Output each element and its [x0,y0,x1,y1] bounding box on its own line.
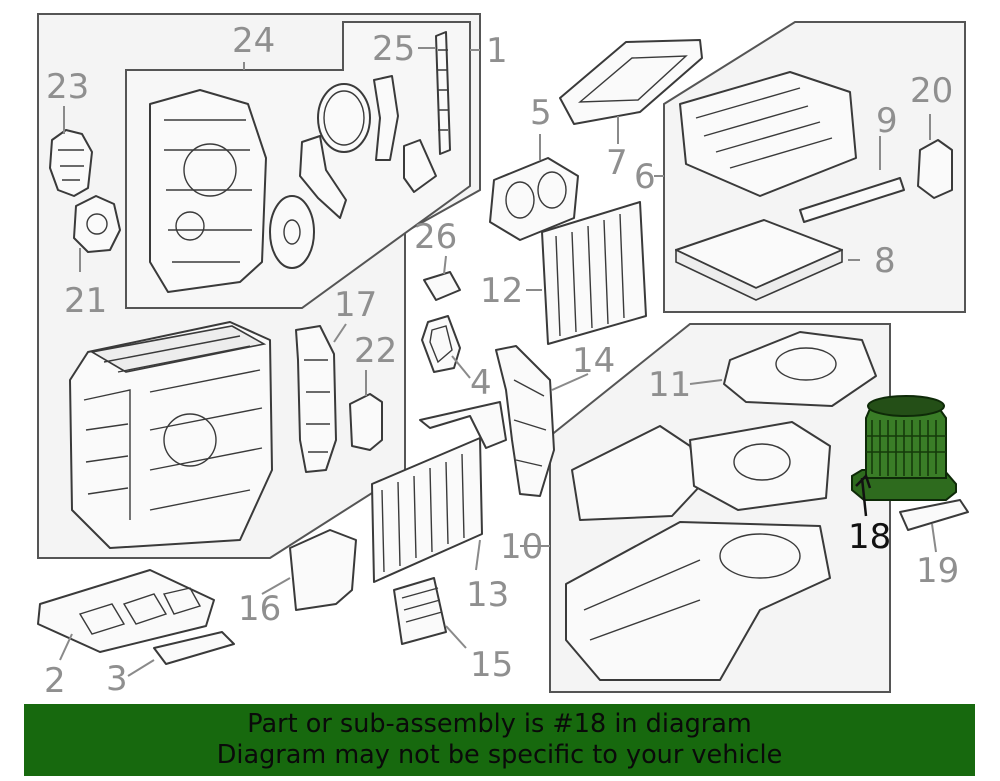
part-flap-disc [269,195,315,269]
part-20-actuator [917,139,953,199]
callout-12: 12 [480,271,523,311]
part-17-bracket [295,325,337,473]
callout-15: 15 [470,645,513,685]
part-11-housing [723,331,877,407]
banner-line-1: Part or sub-assembly is #18 in diagram [247,709,752,739]
part-housing-assembly [69,321,273,549]
part-lever-b [403,139,437,193]
part-14-duct [495,345,555,497]
part-4-seal [421,315,461,373]
part-7-frame [559,39,703,125]
callout-13: 13 [466,575,509,615]
part-6-upper-case [679,71,857,197]
part-10-lower-case [565,421,831,681]
part-21-actuator [73,195,121,253]
callout-5: 5 [530,93,552,133]
part-8-filter [675,219,843,301]
callout-10: 10 [500,527,543,567]
part-22-actuator [349,393,383,451]
callout-8: 8 [874,241,896,281]
callout-22: 22 [354,331,397,371]
callout-20: 20 [910,71,953,111]
part-15-filter [393,577,447,645]
callout-1: 1 [486,31,508,71]
callout-7: 7 [606,143,628,183]
banner-line-2: Diagram may not be specific to your vehi… [216,740,783,770]
part-19-clip [899,499,969,531]
part-seal-ring [317,83,371,153]
callout-24: 24 [232,21,275,61]
callout-18: 18 [848,517,891,557]
callout-25: 25 [372,29,415,69]
part-23-actuator [49,129,93,197]
part-2-panel [37,569,215,653]
part-5-cover [489,157,579,241]
callout-2: 2 [44,661,66,701]
callout-19: 19 [916,551,959,591]
leader-lines [59,47,937,677]
part-26-sensor [423,271,461,301]
part-13-evaporator [371,401,507,583]
part-linkage-arm [299,135,347,219]
callout-17: 17 [334,285,377,325]
part-3-gasket [153,631,235,665]
callout-3: 3 [106,659,128,699]
part-16-bracket [289,529,357,611]
callout-11: 11 [648,365,691,405]
callout-26: 26 [414,217,457,257]
callout-21: 21 [64,281,107,321]
info-banner: Part or sub-assembly is #18 in diagram D… [24,704,975,776]
part-12-heater-core [541,201,647,345]
part-25-strip [435,31,451,155]
callout-4: 4 [470,363,492,403]
part-24-case-half [149,89,267,293]
callout-9: 9 [876,101,898,141]
callout-23: 23 [46,67,89,107]
part-lever-a [373,75,399,161]
part-18-blower-motor [851,395,957,501]
part-9-strip [799,177,905,223]
callout-6: 6 [634,157,656,197]
callout-16: 16 [238,589,281,629]
callout-14: 14 [572,341,615,381]
